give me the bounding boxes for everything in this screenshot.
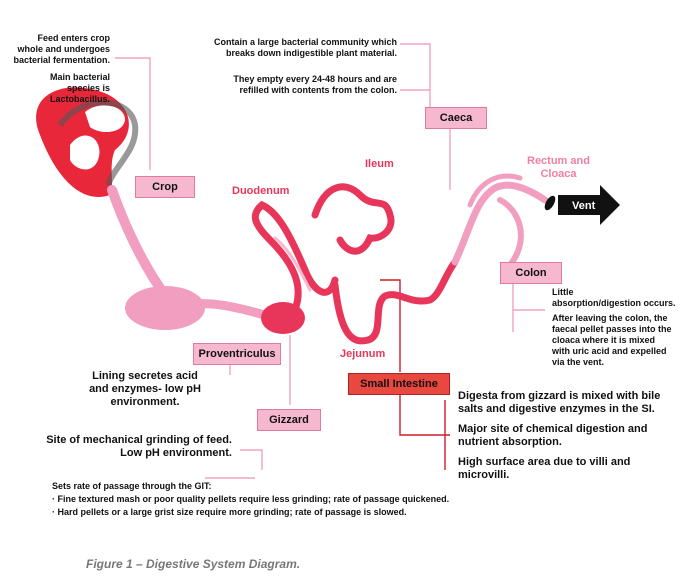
gizzard-bullet-1: · Fine textured mash or poor quality pel…	[52, 494, 450, 504]
ileum-label: Ileum	[365, 158, 394, 170]
colon-note-1: Little absorption/digestion occurs.	[552, 287, 676, 308]
jejunum-label: Jejunum	[340, 348, 386, 360]
vent-opening-shape	[544, 195, 556, 211]
si-note-2: Major site of chemical digestion and nut…	[458, 423, 648, 448]
gut-organs	[125, 195, 556, 334]
gizzard-note-1: Site of mechanical grinding of feed. Low…	[46, 434, 232, 459]
rectum-cloaca-label: Rectum and Cloaca	[527, 155, 590, 180]
small-intestine-box: Small Intestine	[348, 373, 450, 395]
proventriculus-note: Lining secretes acid and enzymes- low pH…	[89, 370, 201, 408]
proventriculus-box: Proventriculus	[193, 343, 281, 365]
crop-bacteria-note: Main bacterial species is Lactobacillus.	[49, 72, 110, 104]
si-note-1: Digesta from gizzard is mixed with bile …	[458, 390, 661, 415]
duodenum-label: Duodenum	[232, 185, 290, 197]
caeca-box: Caeca	[425, 107, 487, 129]
figure-caption: Figure 1 – Digestive System Diagram.	[86, 557, 301, 571]
crop-head-icon	[36, 87, 139, 197]
si-note-3: High surface area due to villi and micro…	[458, 456, 631, 481]
gizzard-note-2: Sets rate of passage through the GIT:	[52, 481, 212, 491]
si-leader-lines	[380, 279, 450, 470]
crop-box: Crop	[135, 176, 195, 198]
gizzard-bullet-2: · Hard pellets or a large grist size req…	[52, 507, 407, 517]
colon-box: Colon	[500, 262, 562, 284]
gizzard-shape	[261, 302, 305, 334]
leader-lines	[115, 43, 545, 479]
vent-arrow-icon: Vent	[558, 185, 620, 225]
crop-feed-note: Feed enters crop whole and undergoes bac…	[13, 33, 110, 65]
vent-label: Vent	[572, 200, 596, 212]
proventriculus-shape	[125, 286, 205, 330]
caeca-note-1: Contain a large bacterial community whic…	[213, 37, 397, 58]
gizzard-box: Gizzard	[257, 409, 321, 431]
caeca-note-2: They empty every 24-48 hours and are ref…	[233, 74, 397, 95]
colon-note-2: After leaving the colon, the faecal pell…	[552, 313, 672, 367]
